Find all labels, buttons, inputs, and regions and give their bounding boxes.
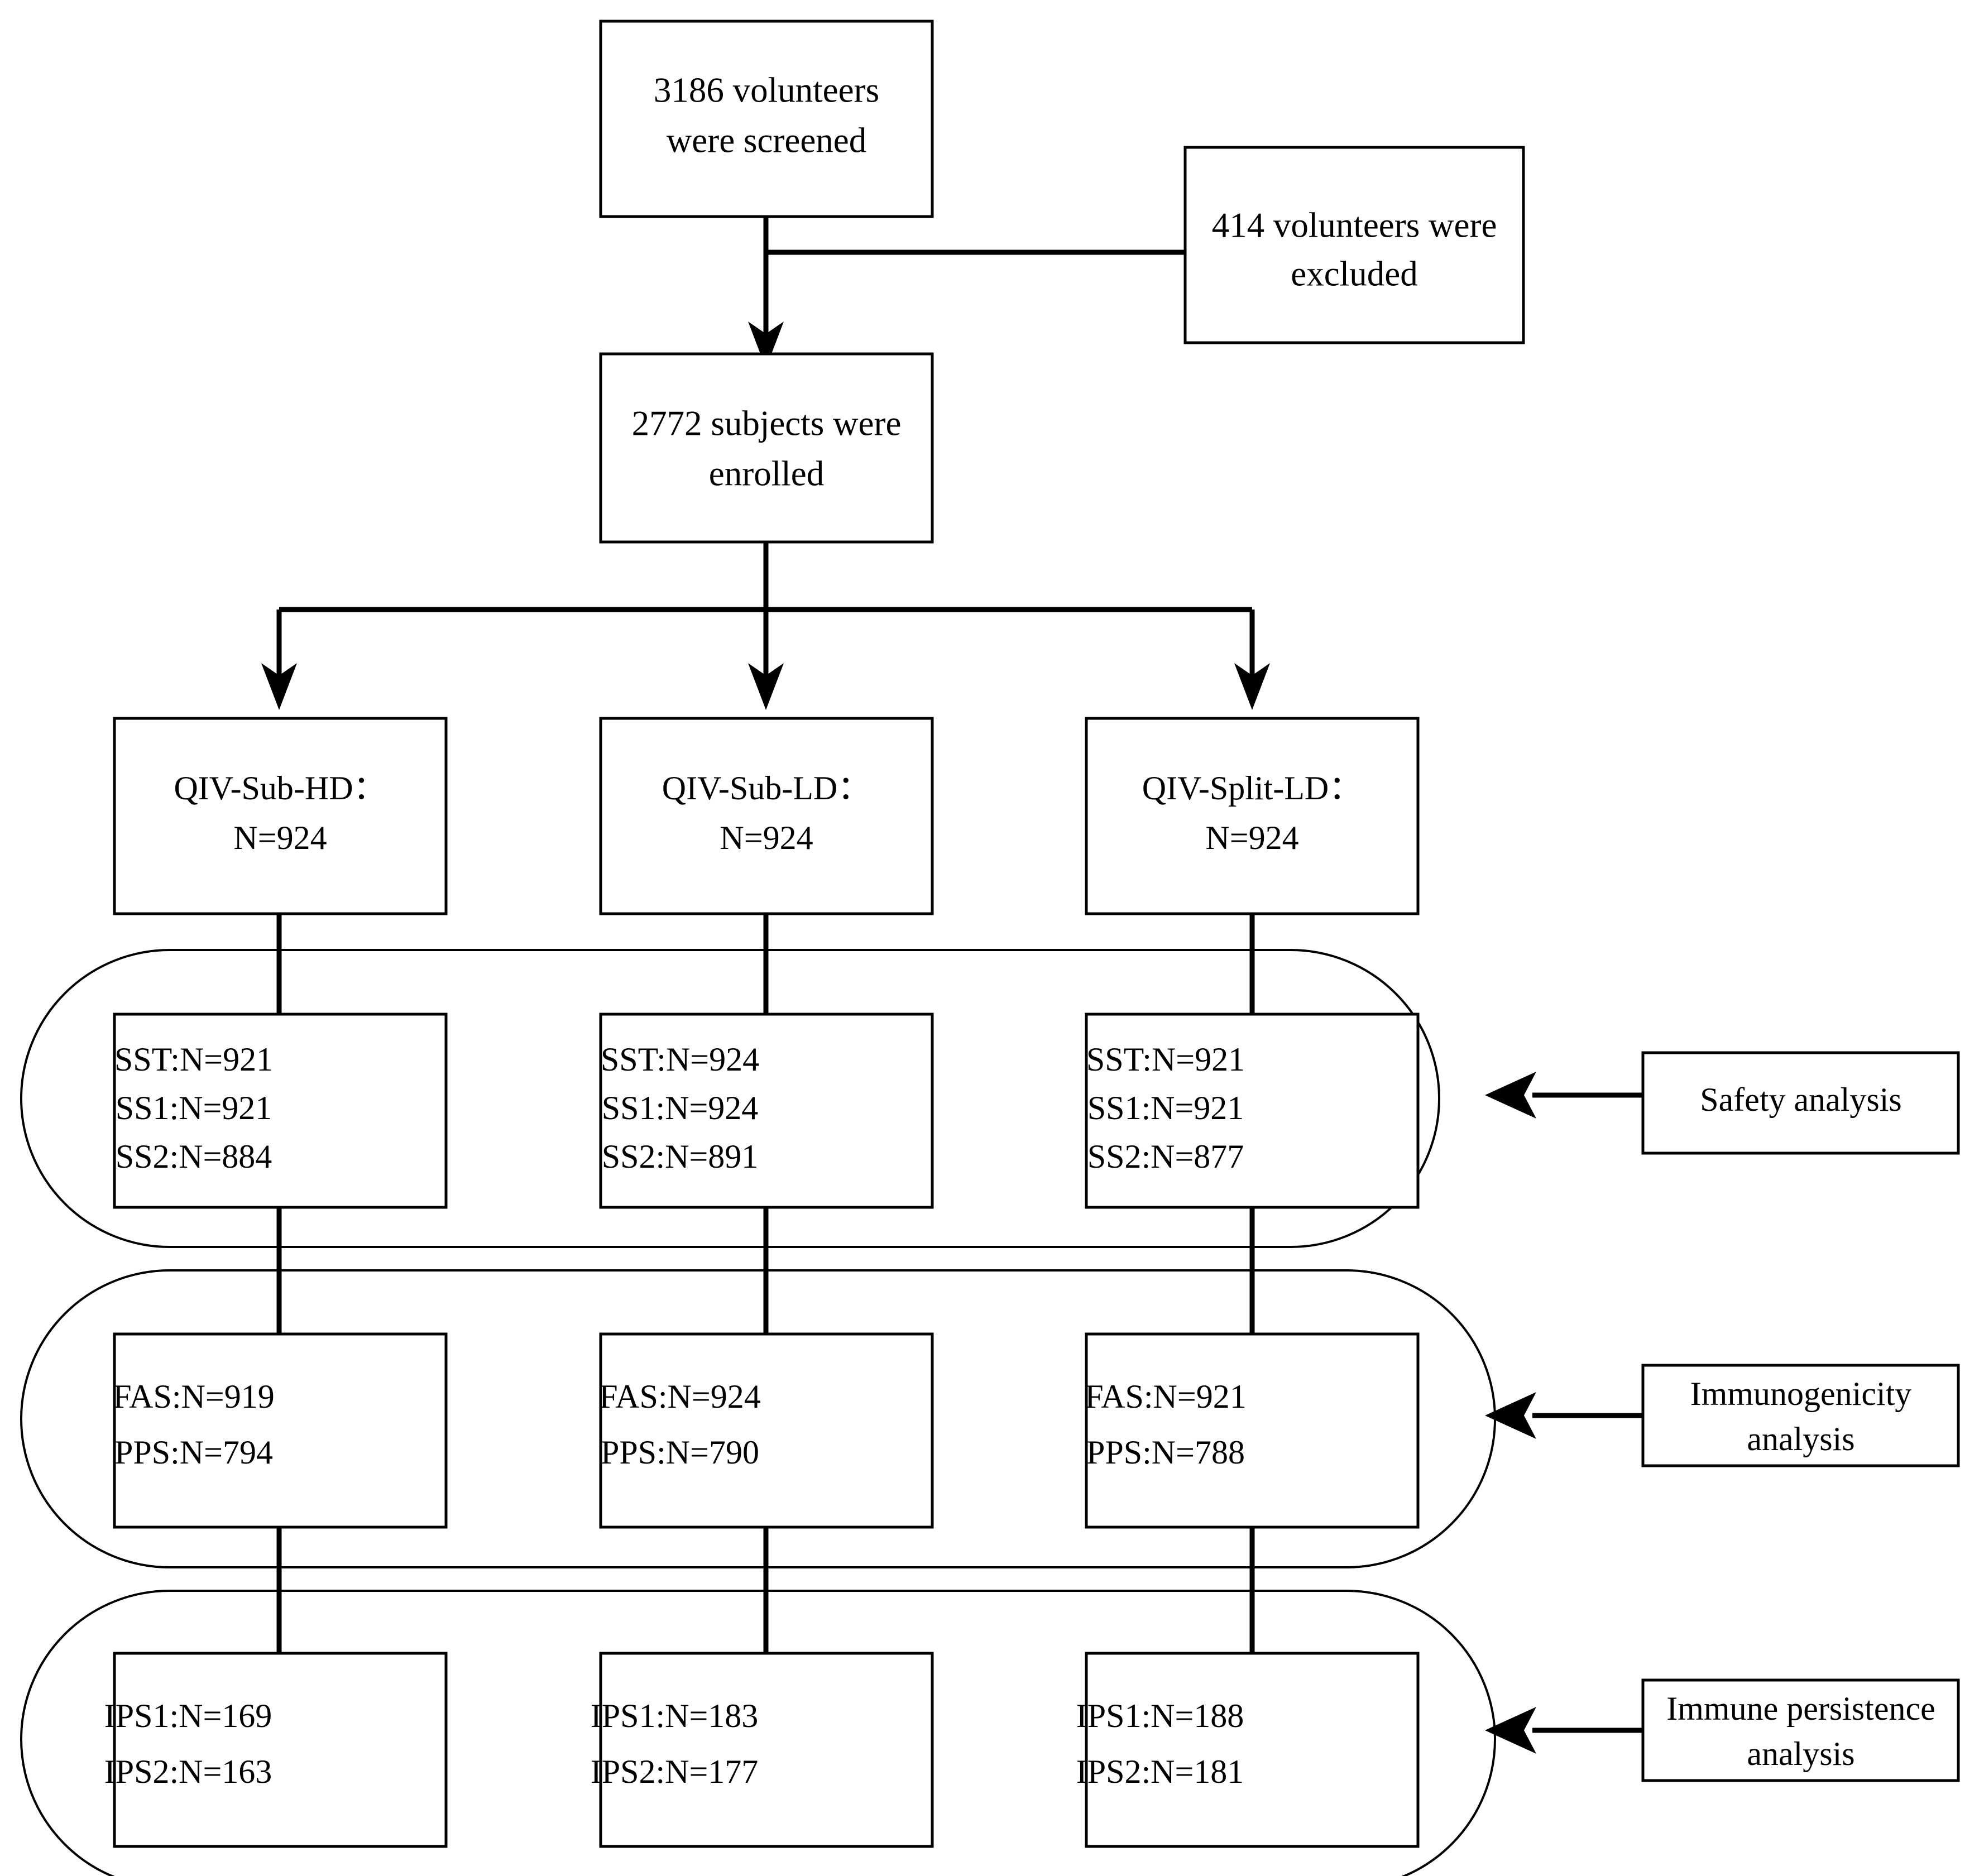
arrowhead-branch-mid: [748, 663, 784, 710]
immunogenicity-analysis-label-line2: analysis: [1747, 1421, 1854, 1457]
arm-1-safety-2: SS2:N=891: [602, 1138, 759, 1175]
node-arm-qiv-sub-hd: QIV-Sub-HD： N=924: [113, 717, 448, 915]
persistence-group-outline: [20, 1590, 1496, 1876]
arm-2-safety-0: SST:N=921: [1086, 1041, 1245, 1078]
label-safety-analysis: Safety analysis: [1485, 1051, 1960, 1155]
safety-analysis-label: Safety analysis: [1700, 1081, 1902, 1118]
node-safety-qiv-sub-ld: SST:N=924 SS1:N=924 SS2:N=891: [599, 1013, 934, 1209]
node-arm-qiv-split-ld: QIV-Split-LD： N=924: [1085, 717, 1420, 915]
arm-0-name-line1: QIV-Sub-HD：: [174, 770, 386, 807]
arm-2-immuno-0: FAS:N=921: [1085, 1378, 1246, 1415]
connector-screened-to-excluded: [748, 217, 1185, 368]
excluded-line1: 414 volunteers were: [1212, 205, 1497, 244]
arrowhead-to-enrolled: [748, 322, 784, 368]
node-enrolled: 2772 subjects were enrolled: [599, 352, 934, 544]
arrowhead-persistence: [1485, 1707, 1536, 1754]
arrowhead-immunogenicity: [1485, 1392, 1536, 1439]
arm-2-safety-1: SS1:N=921: [1087, 1090, 1244, 1126]
node-safety-qiv-split-ld: SST:N=921 SS1:N=921 SS2:N=877: [1085, 1013, 1420, 1209]
arm-1-immuno-0: FAS:N=924: [599, 1378, 760, 1415]
screened-line1: 3186 volunteers: [654, 70, 879, 109]
safety-group-outline: [20, 949, 1440, 1248]
arrowhead-branch-right: [1234, 663, 1270, 710]
enrolled-line1: 2772 subjects were: [632, 404, 902, 443]
label-immune-persistence-analysis: Immune persistence analysis: [1485, 1678, 1960, 1782]
arm-2-persistence-1: IPS2:N=181: [1076, 1753, 1244, 1790]
arm-0-name-line2: N=924: [233, 819, 327, 856]
node-safety-qiv-sub-hd: SST:N=921 SS1:N=921 SS2:N=884: [113, 1013, 448, 1209]
arm-0-persistence-0: IPS1:N=169: [104, 1697, 272, 1734]
node-persistence-qiv-sub-hd: IPS1:N=169 IPS2:N=163: [104, 1652, 448, 1848]
arm-1-name-line2: N=924: [720, 819, 813, 856]
arm-2-immuno-1: PPS:N=788: [1086, 1434, 1245, 1471]
arm-0-persistence-1: IPS2:N=163: [104, 1753, 272, 1790]
arm-2-persistence-0: IPS1:N=188: [1076, 1697, 1244, 1734]
arrowhead-branch-left: [261, 663, 297, 710]
arm-1-safety-0: SST:N=924: [601, 1041, 759, 1078]
arm-0-immuno-0: FAS:N=919: [113, 1378, 274, 1415]
arm-2-name-line2: N=924: [1205, 819, 1298, 856]
node-immuno-qiv-sub-ld: FAS:N=924 PPS:N=790: [599, 1332, 934, 1529]
node-screened: 3186 volunteers were screened: [599, 20, 934, 218]
arm-0-immuno-1: PPS:N=794: [114, 1434, 273, 1471]
node-immuno-qiv-sub-hd: FAS:N=919 PPS:N=794: [113, 1332, 448, 1529]
arm-1-persistence-1: IPS2:N=177: [591, 1753, 759, 1790]
arm-0-safety-2: SS2:N=884: [116, 1138, 272, 1175]
arm-0-safety-0: SST:N=921: [114, 1041, 273, 1078]
arm-1-persistence-0: IPS1:N=183: [591, 1697, 759, 1734]
immunogenicity-analysis-label-line1: Immunogenicity: [1690, 1375, 1912, 1412]
node-arm-qiv-sub-ld: QIV-Sub-LD： N=924: [599, 717, 934, 915]
arrowhead-safety: [1485, 1072, 1536, 1119]
arm-1-name-line1: QIV-Sub-LD：: [662, 770, 871, 807]
arm-2-name-line1: QIV-Split-LD：: [1142, 770, 1362, 807]
node-immuno-qiv-split-ld: FAS:N=921 PPS:N=788: [1085, 1332, 1420, 1529]
node-excluded: 414 volunteers were excluded: [1183, 146, 1525, 344]
node-persistence-qiv-split-ld: IPS1:N=188 IPS2:N=181: [1076, 1652, 1420, 1848]
persistence-analysis-label-line2: analysis: [1747, 1735, 1854, 1772]
connector-enrolled-branch: [261, 542, 1270, 710]
screened-line2: were screened: [667, 121, 867, 160]
arm-0-safety-1: SS1:N=921: [116, 1090, 272, 1126]
enrolled-line2: enrolled: [709, 454, 824, 493]
node-persistence-qiv-sub-ld: IPS1:N=183 IPS2:N=177: [591, 1652, 934, 1848]
arm-2-safety-2: SS2:N=877: [1087, 1138, 1244, 1175]
label-immunogenicity-analysis: Immunogenicity analysis: [1485, 1364, 1960, 1467]
arm-1-immuno-1: PPS:N=790: [601, 1434, 759, 1471]
persistence-analysis-label-line1: Immune persistence: [1666, 1690, 1935, 1727]
arm-1-safety-1: SS1:N=924: [602, 1090, 759, 1126]
excluded-line2: excluded: [1291, 254, 1417, 293]
